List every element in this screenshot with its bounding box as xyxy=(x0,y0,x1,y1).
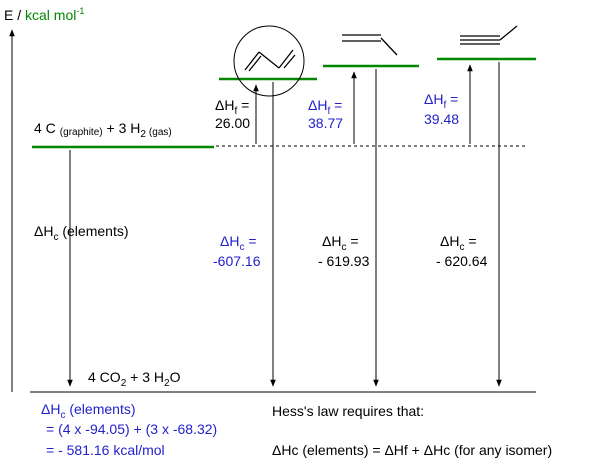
isomer-3-dhf-label: ΔHf = xyxy=(424,91,458,111)
isomer-2-dhf-value: 38.77 xyxy=(308,115,343,131)
butyne-structure xyxy=(460,25,518,45)
calc-line-3: = - 581.16 kcal/mol xyxy=(46,442,165,458)
calc-heading: ΔHc (elements) xyxy=(41,401,136,421)
hess-law-heading: Hess's law requires that: xyxy=(272,403,424,419)
isomer-3-dhc-value: - 620.64 xyxy=(436,253,488,269)
isomer-1-dhc-value: -607.16 xyxy=(213,253,261,269)
isomer-2-dhc-value: - 619.93 xyxy=(318,253,370,269)
isomer-1-dhf-label: ΔHf = xyxy=(215,97,249,117)
isomer-2-dhc-label: ΔHc = xyxy=(322,233,359,253)
isomer-1-dhf-value: 26.00 xyxy=(215,115,250,131)
dhc-elements-label: ΔHc (elements) xyxy=(34,223,129,243)
combustion-products-label: 4 CO2 + 3 H2O xyxy=(88,369,181,389)
isomer-3-dhc-label: ΔHc = xyxy=(440,233,477,253)
isomer-3-dhf-value: 39.48 xyxy=(424,111,459,127)
hess-law-equation: ΔHc (elements) = ΔHf + ΔHc (for any isom… xyxy=(272,442,552,458)
energy-axis-label: E / kcal mol-1 xyxy=(4,6,84,23)
butadiene-structure xyxy=(244,49,296,72)
highlight-circle xyxy=(233,25,305,97)
calc-line-2: = (4 x -94.05) + (3 x -68.32) xyxy=(46,421,217,437)
elements-level-label: 4 C(graphite) + 3 H2(gas) xyxy=(34,120,172,140)
methylallene-structure xyxy=(342,34,398,56)
isomer-2-dhf-label: ΔHf = xyxy=(308,97,342,117)
isomer-1-dhc-label: ΔHc = xyxy=(220,233,257,253)
